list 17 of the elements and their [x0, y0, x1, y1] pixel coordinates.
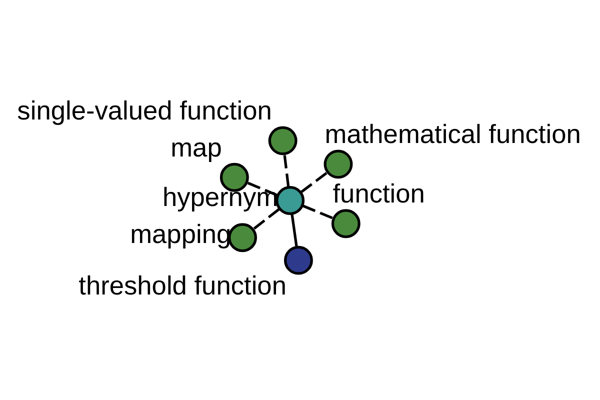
node-label: single-valued function [17, 95, 272, 126]
connector [302, 204, 334, 219]
connector [283, 154, 290, 186]
node-circle [268, 126, 298, 155]
node-label: function [332, 178, 425, 208]
connector [253, 208, 280, 230]
node-label: mapping [130, 218, 232, 248]
node-label: map [170, 132, 222, 162]
node-circle [228, 222, 257, 252]
node-circle [324, 149, 353, 178]
node-circle [276, 186, 305, 215]
connector [290, 214, 298, 246]
node-label: mathematical function [324, 118, 581, 149]
node-label: threshold function [78, 270, 286, 300]
node-circle [331, 208, 360, 238]
node-circle [284, 245, 313, 274]
connector [300, 171, 328, 193]
